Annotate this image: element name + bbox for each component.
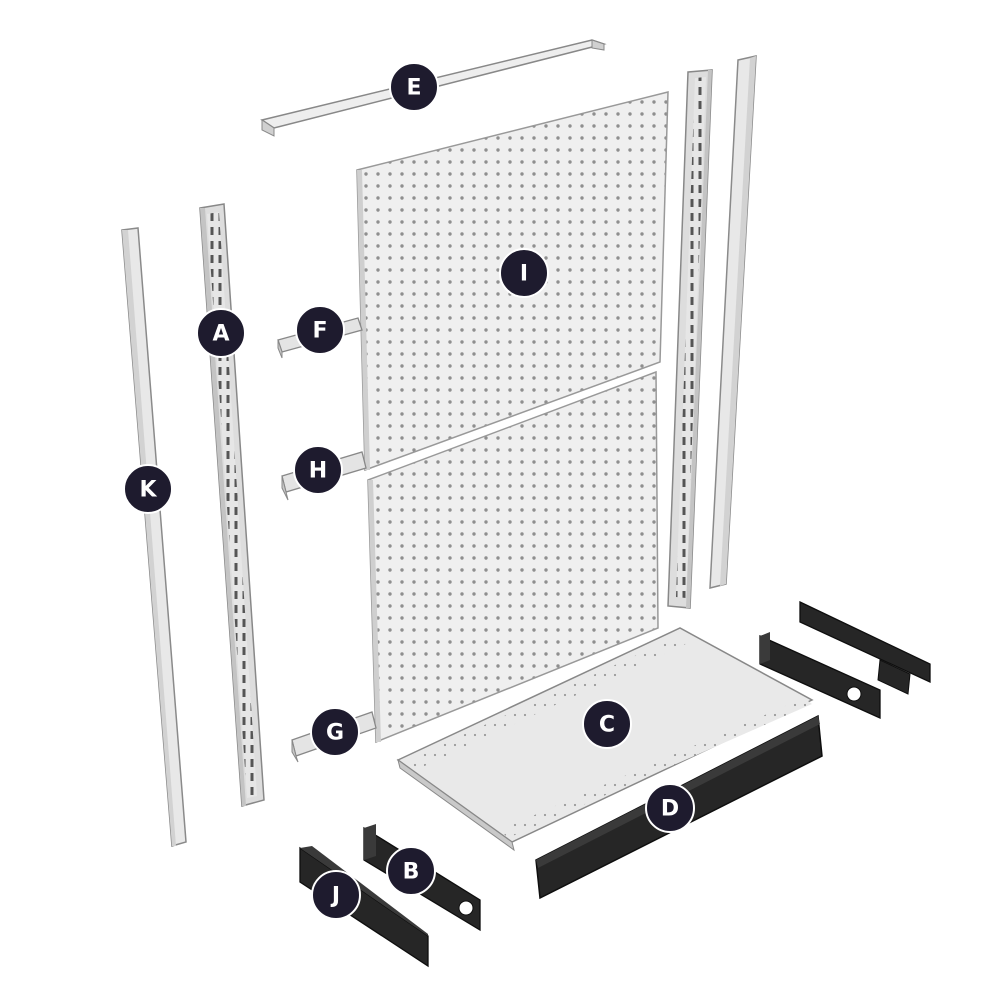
label-text-j: J — [330, 884, 340, 909]
label-badge-h: H — [293, 445, 343, 495]
label-badge-c: C — [582, 699, 632, 749]
label-badge-i: I — [499, 248, 549, 298]
label-text-h: H — [309, 459, 327, 484]
label-badge-d: D — [645, 783, 695, 833]
label-text-d: D — [661, 797, 679, 822]
base-bracket-right-front — [759, 632, 881, 720]
upright-a — [199, 203, 265, 807]
base-bracket-right-back — [799, 600, 931, 695]
label-text-a: A — [212, 322, 229, 347]
label-text-k: K — [139, 478, 157, 503]
pegboard-lower — [367, 370, 659, 744]
cover-strip-k — [121, 227, 187, 847]
label-badge-f: F — [295, 305, 345, 355]
label-text-e: E — [406, 76, 421, 101]
label-text-f: F — [312, 319, 327, 344]
label-text-g: G — [326, 721, 344, 746]
label-badge-k: K — [123, 464, 173, 514]
label-text-c: C — [599, 713, 615, 738]
upright-right — [667, 69, 713, 609]
label-badge-g: G — [310, 707, 360, 757]
label-badge-b: B — [386, 846, 436, 896]
cover-strip-right — [709, 55, 757, 589]
label-text-i: I — [520, 262, 528, 287]
label-badge-a: A — [196, 308, 246, 358]
label-badge-j: J — [311, 870, 361, 920]
label-badge-e: E — [389, 62, 439, 112]
label-text-b: B — [403, 860, 420, 885]
